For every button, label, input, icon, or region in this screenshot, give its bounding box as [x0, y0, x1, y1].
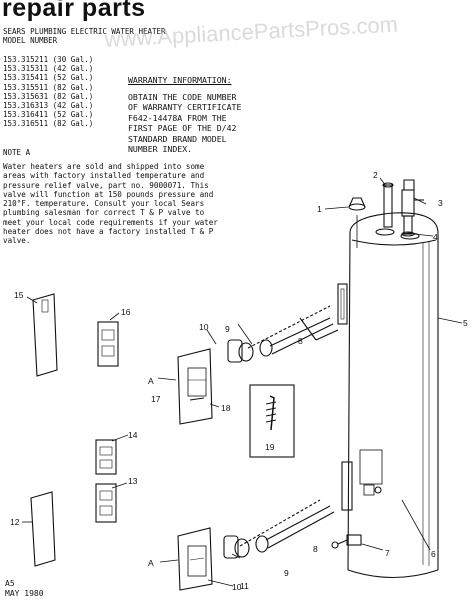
- page-title: repair parts: [2, 0, 146, 22]
- water-heater-tank: [337, 212, 439, 579]
- lower-element-assembly: [223, 499, 335, 559]
- callout-1: 1: [317, 204, 322, 214]
- callout-5: 5: [463, 318, 468, 328]
- screw-box: [249, 384, 295, 458]
- leader-lines: [22, 177, 463, 587]
- model-row: 153.315511 (82 Gal.): [3, 83, 93, 92]
- callout-3: 3: [438, 198, 443, 208]
- callout-17: 17: [151, 394, 161, 404]
- model-capacity: (82 Gal.): [52, 91, 94, 101]
- heat-trap-nipple: [382, 182, 394, 228]
- footer-code: A5: [5, 579, 15, 588]
- model-capacity: (42 Gal.): [52, 64, 94, 74]
- warranty-box: WARRANTY INFORMATION: OBTAIN THE CODE NU…: [128, 75, 288, 155]
- callout-7: 7: [385, 548, 390, 558]
- callout-a-lower: A: [148, 558, 154, 568]
- model-number: 153.316511: [3, 119, 49, 129]
- model-number: 153.315631: [3, 91, 49, 101]
- callout-9-lower: 9: [284, 568, 289, 578]
- model-number: 153.315511: [3, 82, 49, 92]
- model-row: 153.316411 (52 Gal.): [3, 110, 93, 119]
- callout-4: 4: [433, 232, 438, 242]
- model-capacity: (82 Gal.): [52, 119, 94, 129]
- model-row: 153.315211 (30 Gal.): [3, 55, 93, 64]
- footer: A5 MAY 1980: [5, 579, 44, 598]
- upper-access-cover: [177, 348, 213, 425]
- model-number: 153.315311: [3, 64, 49, 74]
- callout-9-upper: 9: [225, 324, 230, 334]
- callout-a-upper: A: [148, 376, 154, 386]
- warranty-body: OBTAIN THE CODE NUMBER OF WARRANTY CERTI…: [128, 91, 242, 155]
- callout-18: 18: [221, 403, 231, 413]
- callout-10-upper: 10: [199, 322, 209, 332]
- note-paragraph: Water heaters are sold and shipped into …: [3, 162, 218, 246]
- callout-10-lower: 10: [232, 582, 242, 592]
- model-row: 153.315311 (42 Gal.): [3, 64, 93, 73]
- callout-11: 11: [240, 581, 249, 591]
- warranty-title: WARRANTY INFORMATION:: [128, 75, 232, 85]
- upper-insulation: [32, 293, 58, 377]
- model-row: 153.315631 (82 Gal.): [3, 92, 93, 101]
- model-capacity: (30 Gal.): [52, 55, 94, 64]
- callout-8-lower: 8: [313, 544, 318, 554]
- callout-19: 19: [265, 442, 275, 452]
- relief-valve: [401, 179, 424, 237]
- lower-thermostat-upper: [95, 439, 117, 475]
- callouts: 1 2 3 4 5 6 7 8 8 9 9 10 10 11 12 13 14 …: [10, 170, 468, 592]
- lower-thermostat: [95, 483, 117, 523]
- lower-insulation: [30, 491, 56, 567]
- model-number: 153.316313: [3, 101, 49, 111]
- callout-13: 13: [128, 476, 138, 486]
- model-capacity: (52 Gal.): [52, 110, 94, 120]
- model-number-list: 153.315211 (30 Gal.) 153.315311 (42 Gal.…: [3, 55, 93, 129]
- model-capacity: (82 Gal.): [52, 82, 94, 92]
- model-row: 153.316511 (82 Gal.): [3, 119, 93, 128]
- lower-access-cover: [177, 527, 213, 591]
- footer-date: MAY 1980: [5, 588, 44, 598]
- note-label: NOTE A: [3, 148, 31, 157]
- callout-15: 15: [14, 290, 24, 300]
- upper-element-assembly: [227, 305, 339, 363]
- callout-6: 6: [431, 549, 436, 559]
- subtitle-line-1: SEARS PLUMBING ELECTRIC WATER HEATER: [3, 27, 166, 36]
- callout-8-upper: 8: [298, 336, 303, 346]
- model-number: 153.315211: [3, 55, 49, 64]
- model-capacity: (42 Gal.): [52, 101, 94, 111]
- upper-thermostat: [97, 321, 119, 367]
- model-row: 153.315411 (52 Gal.): [3, 73, 93, 82]
- callout-12: 12: [10, 517, 20, 527]
- callout-2: 2: [373, 170, 378, 180]
- model-number: 153.316411: [3, 110, 49, 120]
- model-row: 153.316313 (42 Gal.): [3, 101, 93, 110]
- subtitle-line-2: MODEL NUMBER: [3, 36, 58, 45]
- drain-valve: [331, 534, 362, 549]
- screw-icon: [265, 395, 277, 431]
- anode-fitting: [348, 197, 366, 248]
- callout-14: 14: [128, 430, 138, 440]
- model-capacity: (52 Gal.): [52, 73, 94, 83]
- model-number: 153.315411: [3, 73, 49, 83]
- callout-16: 16: [121, 307, 131, 317]
